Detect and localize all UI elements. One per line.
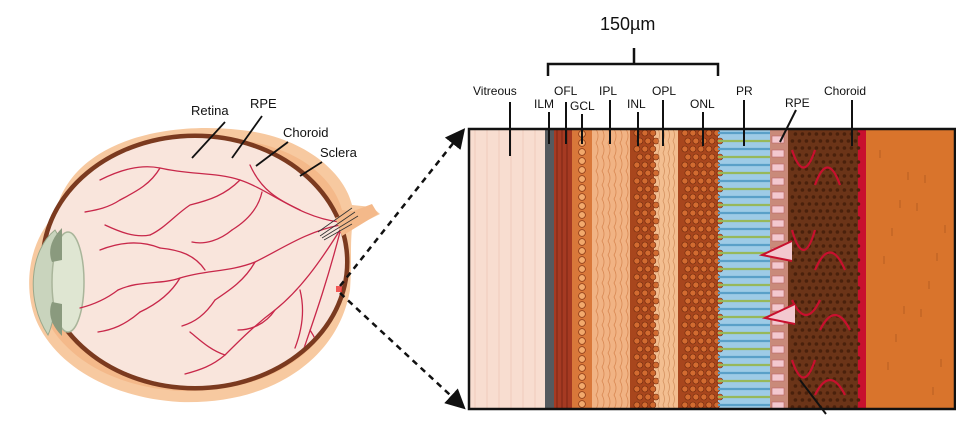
scale-bracket	[548, 48, 718, 76]
layer-ipl	[592, 129, 630, 409]
label-gcl: GCL	[570, 99, 595, 113]
layer-labels: Vitreous ILM OFL GCL IPL INL OPL ONL PR …	[473, 84, 866, 113]
eyeball	[29, 128, 380, 402]
eye-label-retina: Retina	[191, 103, 229, 118]
label-ilm: ILM	[534, 97, 554, 111]
scale-label: 150µm	[600, 14, 655, 34]
label-opl: OPL	[652, 84, 676, 98]
label-vitreous: Vitreous	[473, 84, 517, 98]
eye-label-sclera: Sclera	[320, 145, 358, 160]
layer-bruch	[858, 129, 866, 409]
layer-ilm	[545, 129, 554, 409]
label-choroid: Choroid	[824, 84, 866, 98]
eye-label-rpe: RPE	[250, 96, 277, 111]
label-ipl: IPL	[599, 84, 617, 98]
label-ofl: OFL	[554, 84, 578, 98]
label-pr: PR	[736, 84, 753, 98]
eye-label-choroid: Choroid	[283, 125, 329, 140]
layer-vitreous	[469, 129, 549, 409]
label-inl: INL	[627, 97, 646, 111]
label-onl: ONL	[690, 97, 715, 111]
label-rpe: RPE	[785, 96, 810, 110]
magnified-spot	[336, 286, 342, 292]
layer-sclera	[866, 129, 956, 409]
retina-cross-section	[469, 129, 956, 417]
zoom-line-bottom	[340, 293, 462, 406]
